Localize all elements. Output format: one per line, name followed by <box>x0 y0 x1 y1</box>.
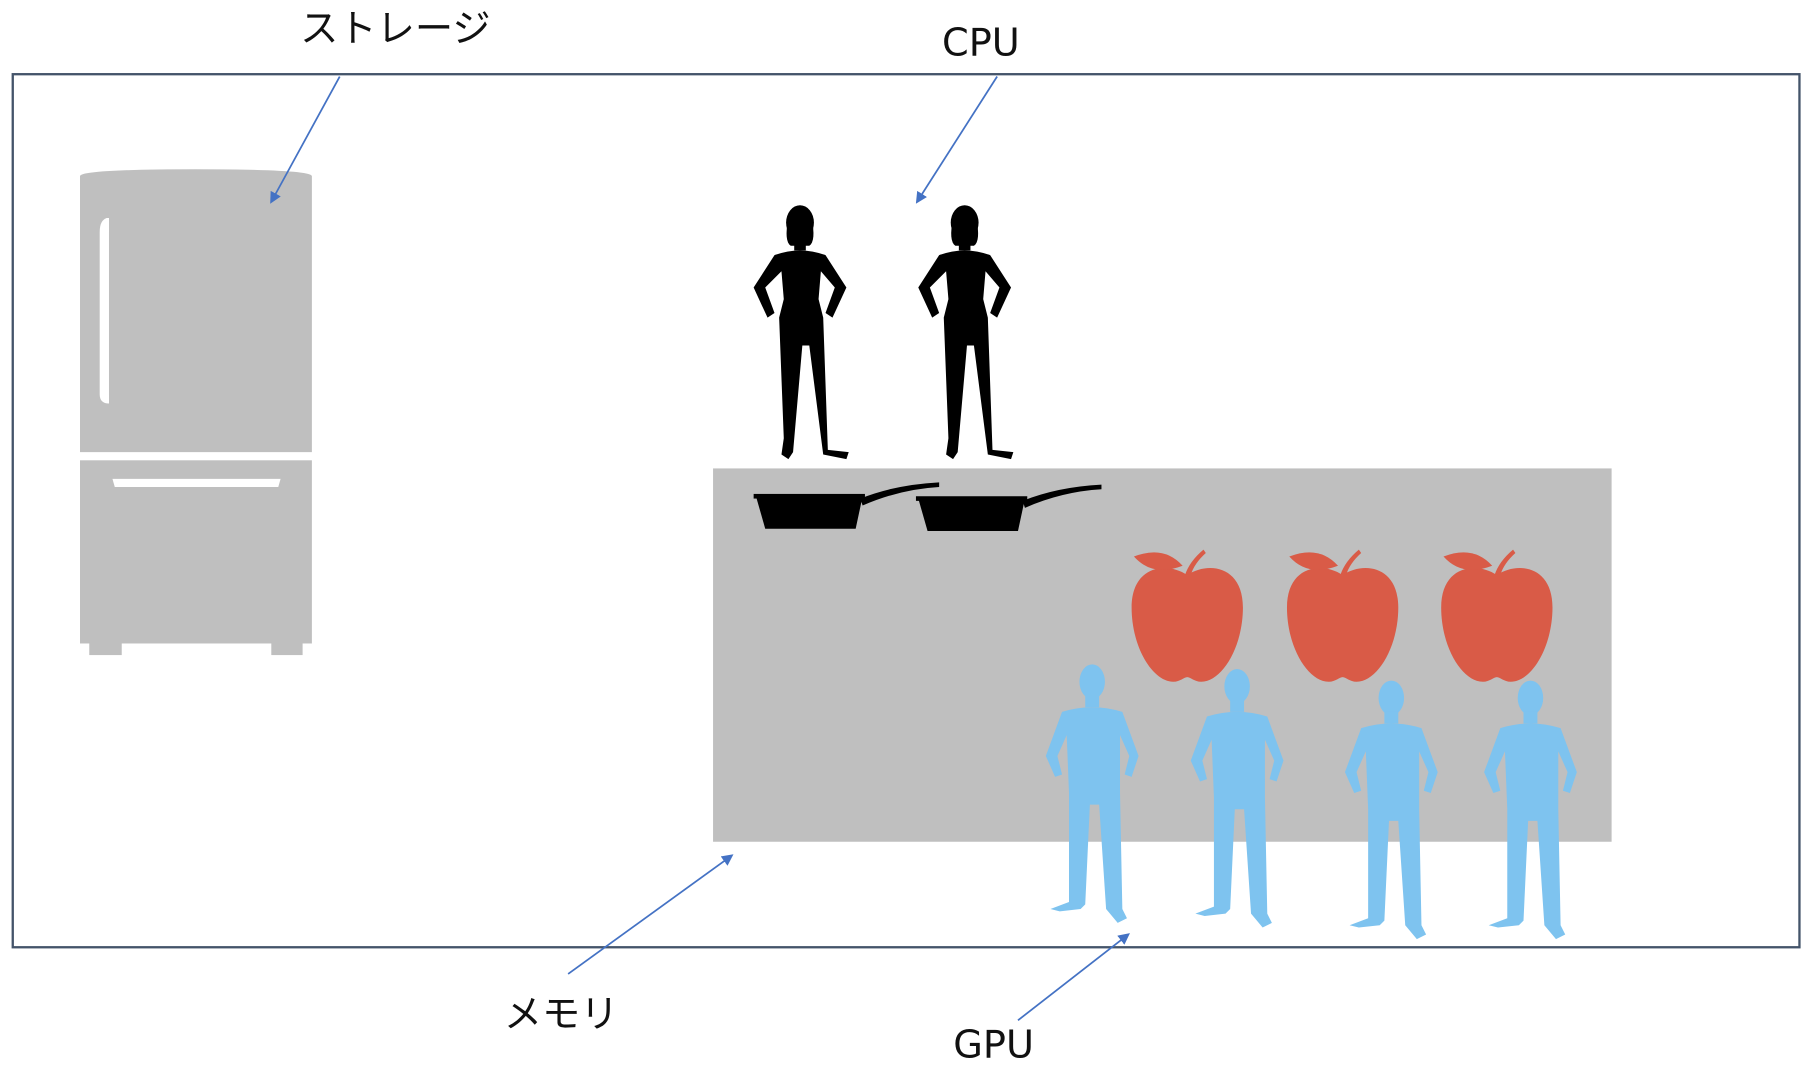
gpu-label: GPU <box>953 1022 1034 1067</box>
woman-chef-icon <box>918 205 1014 460</box>
cpu-people <box>753 205 1014 460</box>
memory-label: メモリ <box>504 992 619 1037</box>
cpu-label: CPU <box>942 21 1020 66</box>
kitchen-frame <box>11 73 1801 949</box>
storage-arrow <box>270 76 341 204</box>
cpu-arrow <box>915 76 998 204</box>
gpu-arrow <box>1017 933 1130 1021</box>
memory-arrow <box>567 854 734 975</box>
storage-label: ストレージ <box>300 7 491 52</box>
woman-chef-icon <box>753 205 849 460</box>
refrigerator-icon <box>80 169 312 656</box>
